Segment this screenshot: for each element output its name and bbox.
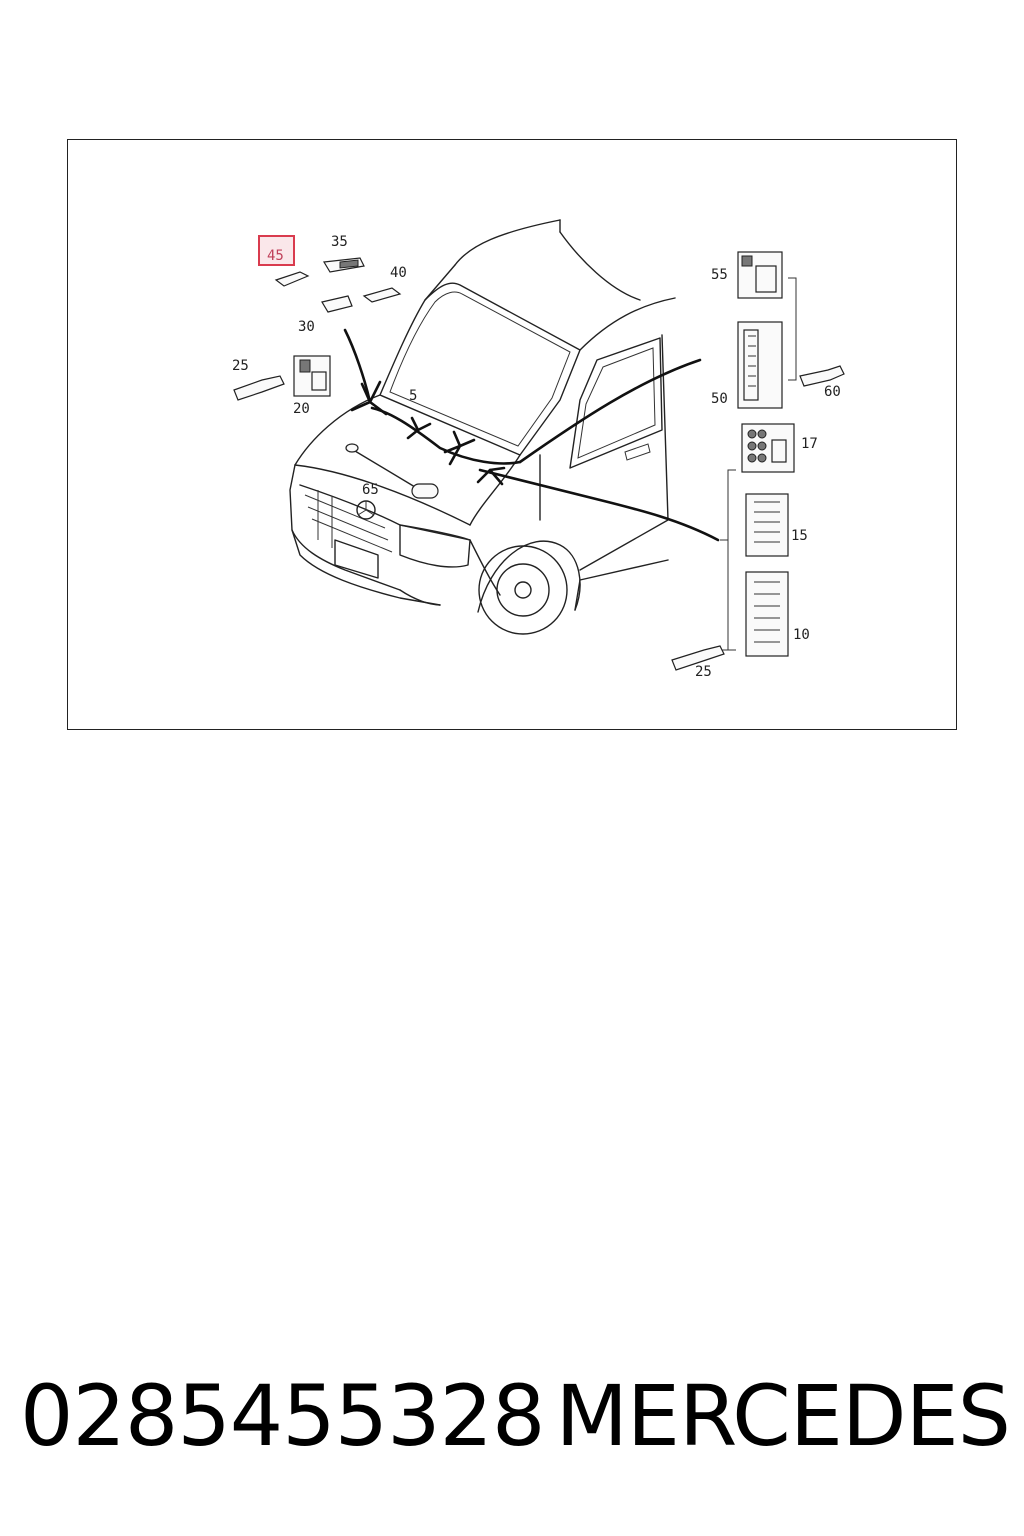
connector-parts-right bbox=[671, 251, 845, 671]
callout-65: 65 bbox=[362, 482, 379, 498]
callout-35: 35 bbox=[331, 234, 348, 250]
callout-45: 45 bbox=[267, 248, 284, 264]
callout-25-bottom: 25 bbox=[695, 664, 712, 680]
callout-40: 40 bbox=[390, 265, 407, 281]
van-illustration bbox=[289, 219, 676, 635]
callout-50: 50 bbox=[711, 391, 728, 407]
callout-10: 10 bbox=[793, 627, 810, 643]
callout-15: 15 bbox=[791, 528, 808, 544]
callout-55: 55 bbox=[711, 267, 728, 283]
brand-name: MERCEDES bbox=[555, 1367, 1011, 1465]
leader-lines bbox=[720, 539, 728, 651]
callout-highlight-box bbox=[258, 235, 295, 266]
callout-60: 60 bbox=[824, 384, 841, 400]
caption: 0285455328 MERCEDES bbox=[20, 1366, 1011, 1466]
callout-25-left: 25 bbox=[232, 358, 249, 374]
part-number: 0285455328 bbox=[20, 1367, 545, 1465]
diagram-frame bbox=[67, 139, 957, 730]
callout-5: 5 bbox=[409, 388, 417, 404]
callout-30: 30 bbox=[298, 319, 315, 335]
callout-20: 20 bbox=[293, 401, 310, 417]
callout-17: 17 bbox=[801, 436, 818, 452]
wiring-harness bbox=[343, 328, 720, 542]
connector-parts-left bbox=[233, 257, 402, 401]
